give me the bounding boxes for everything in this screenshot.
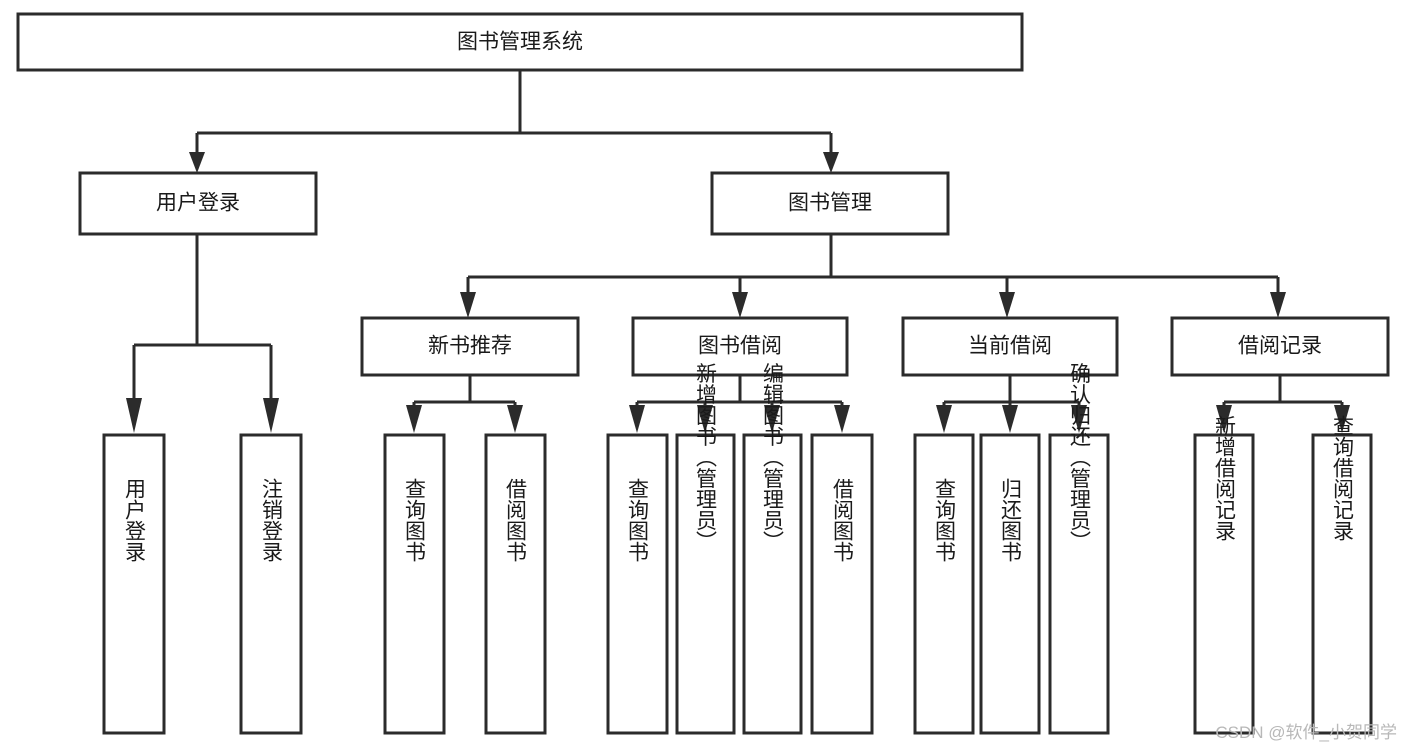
connector-bookborrow-to-leaves [629,375,850,433]
leaf-edit-book[interactable]: 编辑图书（管理员） [742,363,803,735]
leaf-confirm-return-label: 确认归还（管理员） [1068,363,1092,552]
node-book-borrow-label: 图书借阅 [698,335,782,358]
leaf-return-book-label: 归还图书 [999,478,1023,562]
leaf-query-book-3[interactable]: 查询图书 [913,433,975,735]
node-user-login[interactable]: 用户登录 [78,171,318,236]
leaf-borrow-book-2-label: 借阅图书 [831,478,855,562]
leaf-return-book[interactable]: 归还图书 [979,433,1041,735]
leaf-add-record-label: 新增借阅记录 [1213,415,1237,541]
connector-bookmanage-to-level3 [460,234,1286,318]
node-root-label: 图书管理系统 [457,31,583,54]
leaf-query-book-1[interactable]: 查询图书 [383,433,446,735]
node-new-book-recommend[interactable]: 新书推荐 [360,316,580,377]
connector-currentborrow-to-leaves [936,375,1087,433]
node-book-manage[interactable]: 图书管理 [710,171,950,236]
leaf-borrow-book-1-label: 借阅图书 [504,478,528,562]
connector-borrowrecord-to-leaves [1216,375,1350,433]
leaf-borrow-book-2[interactable]: 借阅图书 [810,433,874,735]
leaf-confirm-return[interactable]: 确认归还（管理员） [1048,363,1110,735]
leaf-query-record[interactable]: 查询借阅记录 [1311,415,1373,735]
leaf-borrow-book-1[interactable]: 借阅图书 [484,433,547,735]
node-current-borrow[interactable]: 当前借阅 [901,316,1119,377]
leaf-logout-label: 注销登录 [260,478,284,562]
node-book-borrow[interactable]: 图书借阅 [631,316,849,377]
leaf-edit-book-label: 编辑图书（管理员） [761,363,785,552]
connector-newbook-to-leaves [406,375,523,433]
leaf-query-book-2[interactable]: 查询图书 [606,433,669,735]
node-user-login-label: 用户登录 [156,192,240,215]
leaf-logout[interactable]: 注销登录 [239,433,303,735]
node-book-manage-label: 图书管理 [788,192,872,215]
node-new-book-recommend-label: 新书推荐 [428,335,512,358]
leaf-user-login-label: 用户登录 [123,478,147,562]
leaf-user-login[interactable]: 用户登录 [102,433,166,735]
leaf-add-book[interactable]: 新增图书（管理员） [675,363,736,735]
connector-userlogin-to-leaves [126,234,279,433]
node-borrow-record-label: 借阅记录 [1238,335,1322,358]
leaf-query-book-3-label: 查询图书 [933,478,957,562]
leaf-add-book-label: 新增图书（管理员） [694,363,718,552]
leaf-add-record[interactable]: 新增借阅记录 [1193,415,1255,735]
node-root[interactable]: 图书管理系统 [16,12,1024,72]
node-current-borrow-label: 当前借阅 [968,335,1052,358]
node-borrow-record[interactable]: 借阅记录 [1170,316,1390,377]
leaf-query-book-2-label: 查询图书 [626,478,650,562]
leaf-query-record-label: 查询借阅记录 [1331,415,1355,541]
connector-root-to-level2 [189,70,839,173]
leaf-query-book-1-label: 查询图书 [403,478,427,562]
